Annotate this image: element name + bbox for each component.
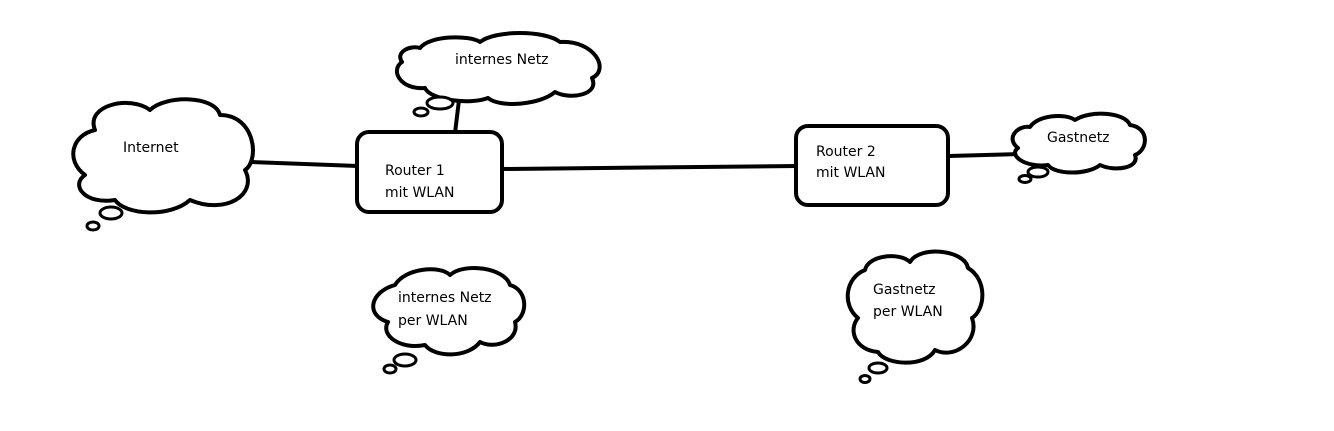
cloud-internes-netz-wlan-line2: per WLAN	[398, 313, 468, 329]
cloud-internes-netz-wlan-line1: internes Netz	[398, 290, 492, 306]
router-2: Router 2 mit WLAN	[794, 124, 950, 207]
cloud-gastnetz-wlan: Gastnetz per WLAN	[845, 249, 985, 384]
router-1-line1: Router 1	[385, 163, 445, 179]
cloud-gastnetz-wlan-line2: per WLAN	[873, 304, 943, 320]
connection-router2-gastnetz	[947, 152, 1024, 158]
connection-internet-router1	[248, 160, 360, 168]
router-2-line1: Router 2	[816, 144, 876, 160]
cloud-gastnetz-label: Gastnetz	[1047, 130, 1110, 146]
cloud-gastnetz-wlan-line1: Gastnetz	[873, 282, 936, 298]
cloud-gastnetz: Gastnetz	[1010, 111, 1147, 184]
cloud-internes-netz-wlan: internes Netz per WLAN	[371, 266, 527, 375]
router-1: Router 1 mit WLAN	[355, 130, 504, 214]
connection-router1-router2	[500, 164, 799, 171]
router-1-line2: mit WLAN	[385, 185, 454, 201]
cloud-internes-netz: internes Netz	[395, 31, 602, 118]
router-2-line2: mit WLAN	[816, 165, 885, 181]
cloud-internet: Internet	[71, 97, 255, 232]
cloud-internet-label: Internet	[123, 140, 179, 156]
cloud-internes-netz-label: internes Netz	[455, 52, 549, 68]
